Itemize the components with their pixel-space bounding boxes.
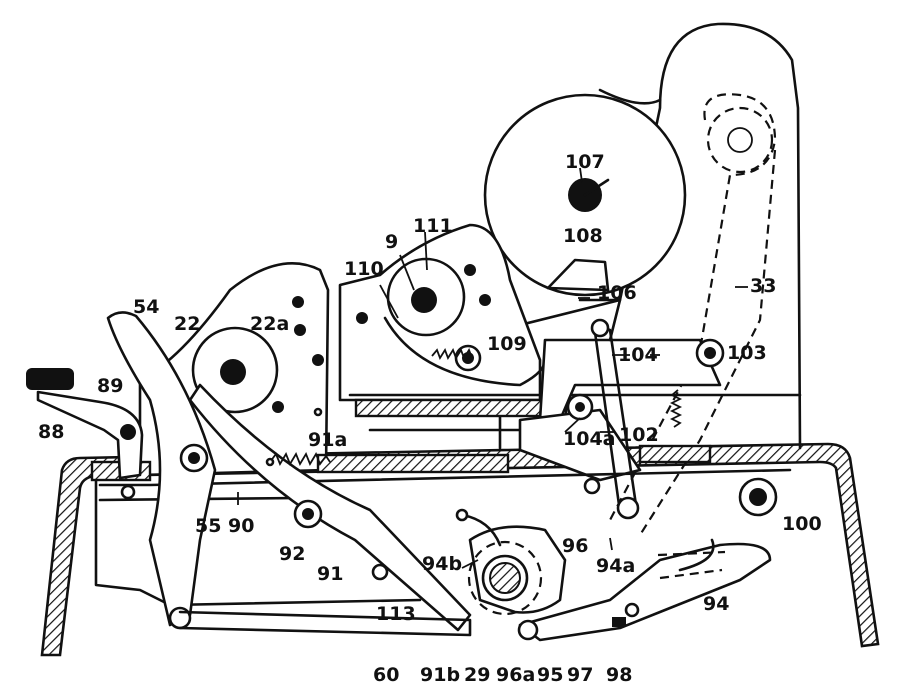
label-9: 9 — [385, 231, 398, 253]
disc-108 — [483, 93, 687, 297]
label-33: 33 — [750, 275, 776, 297]
label-90: 90 — [228, 515, 254, 537]
label-111: 111 — [413, 215, 453, 237]
label-55: 55 — [195, 515, 221, 537]
label-103: 103 — [727, 342, 767, 364]
link-60 — [178, 610, 472, 637]
label-107: 107 — [565, 151, 605, 173]
label-91a: 91a — [308, 429, 347, 451]
knob-88 — [26, 368, 144, 500]
label-88: 88 — [38, 421, 64, 443]
label-89: 89 — [97, 375, 123, 397]
label-104a: 104a — [563, 428, 615, 450]
block-104 — [518, 298, 725, 482]
label-94a: 94a — [596, 555, 635, 577]
label-95: 95 — [537, 664, 563, 686]
label-29: 29 — [464, 664, 490, 686]
label-106: 106 — [597, 282, 637, 304]
label-22a: 22a — [250, 313, 289, 335]
lever-94 — [517, 538, 772, 642]
label-109: 109 — [487, 333, 527, 355]
label-97: 97 — [567, 664, 593, 686]
label-94b: 94b — [422, 553, 462, 575]
label-96: 96 — [562, 535, 588, 557]
arm-33 — [609, 93, 777, 536]
label-100: 100 — [782, 513, 822, 535]
label-98: 98 — [606, 664, 632, 686]
reference-labels: 107 108 9 111 110 106 33 54 22 22a 109 1… — [38, 151, 822, 686]
label-22: 22 — [174, 313, 200, 335]
label-110: 110 — [344, 258, 384, 280]
label-54: 54 — [133, 296, 159, 318]
label-94: 94 — [703, 593, 729, 615]
leader-lines — [237, 167, 748, 569]
slide-rails — [90, 393, 802, 482]
link-102 — [590, 318, 640, 520]
label-91b: 91b — [420, 664, 460, 686]
springs — [265, 347, 683, 467]
label-60: 60 — [373, 664, 399, 686]
label-108: 108 — [563, 225, 603, 247]
label-91: 91 — [317, 563, 343, 585]
lever-91 — [188, 383, 472, 632]
label-92: 92 — [279, 543, 305, 565]
plate-111 — [338, 223, 547, 402]
label-102: 102 — [619, 424, 659, 446]
cam-96 — [455, 508, 567, 616]
label-96a: 96a — [496, 664, 535, 686]
label-104: 104 — [618, 344, 658, 366]
upper-frame-plate — [498, 22, 802, 450]
label-113: 113 — [376, 603, 416, 625]
